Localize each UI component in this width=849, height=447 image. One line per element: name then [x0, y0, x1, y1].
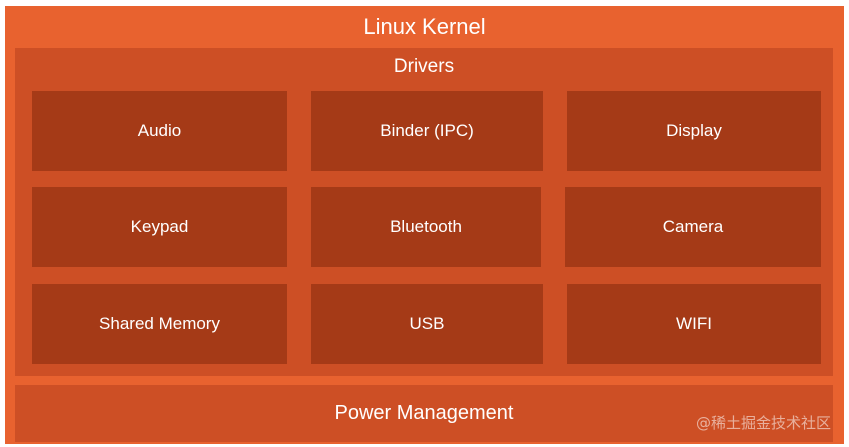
driver-camera: Camera [565, 187, 821, 267]
driver-shared-memory: Shared Memory [32, 284, 287, 364]
power-management: Power Management [15, 385, 833, 442]
driver-audio: Audio [32, 91, 287, 171]
kernel-title: Linux Kernel [363, 14, 486, 39]
driver-keypad: Keypad [32, 187, 287, 267]
drivers-title: Drivers [393, 56, 455, 77]
drivers-panel: Drivers Audio Binder (IPC) Display Keypa… [15, 48, 833, 376]
driver-usb: USB [311, 284, 543, 364]
driver-wifi: WIFI [567, 284, 821, 364]
linux-kernel-layer: Linux Kernel Drivers Audio Binder (IPC) … [5, 6, 844, 444]
driver-binder-ipc: Binder (IPC) [311, 91, 543, 171]
driver-display: Display [567, 91, 821, 171]
driver-bluetooth: Bluetooth [311, 187, 541, 267]
watermark: @稀土掘金技术社区 [695, 414, 831, 432]
